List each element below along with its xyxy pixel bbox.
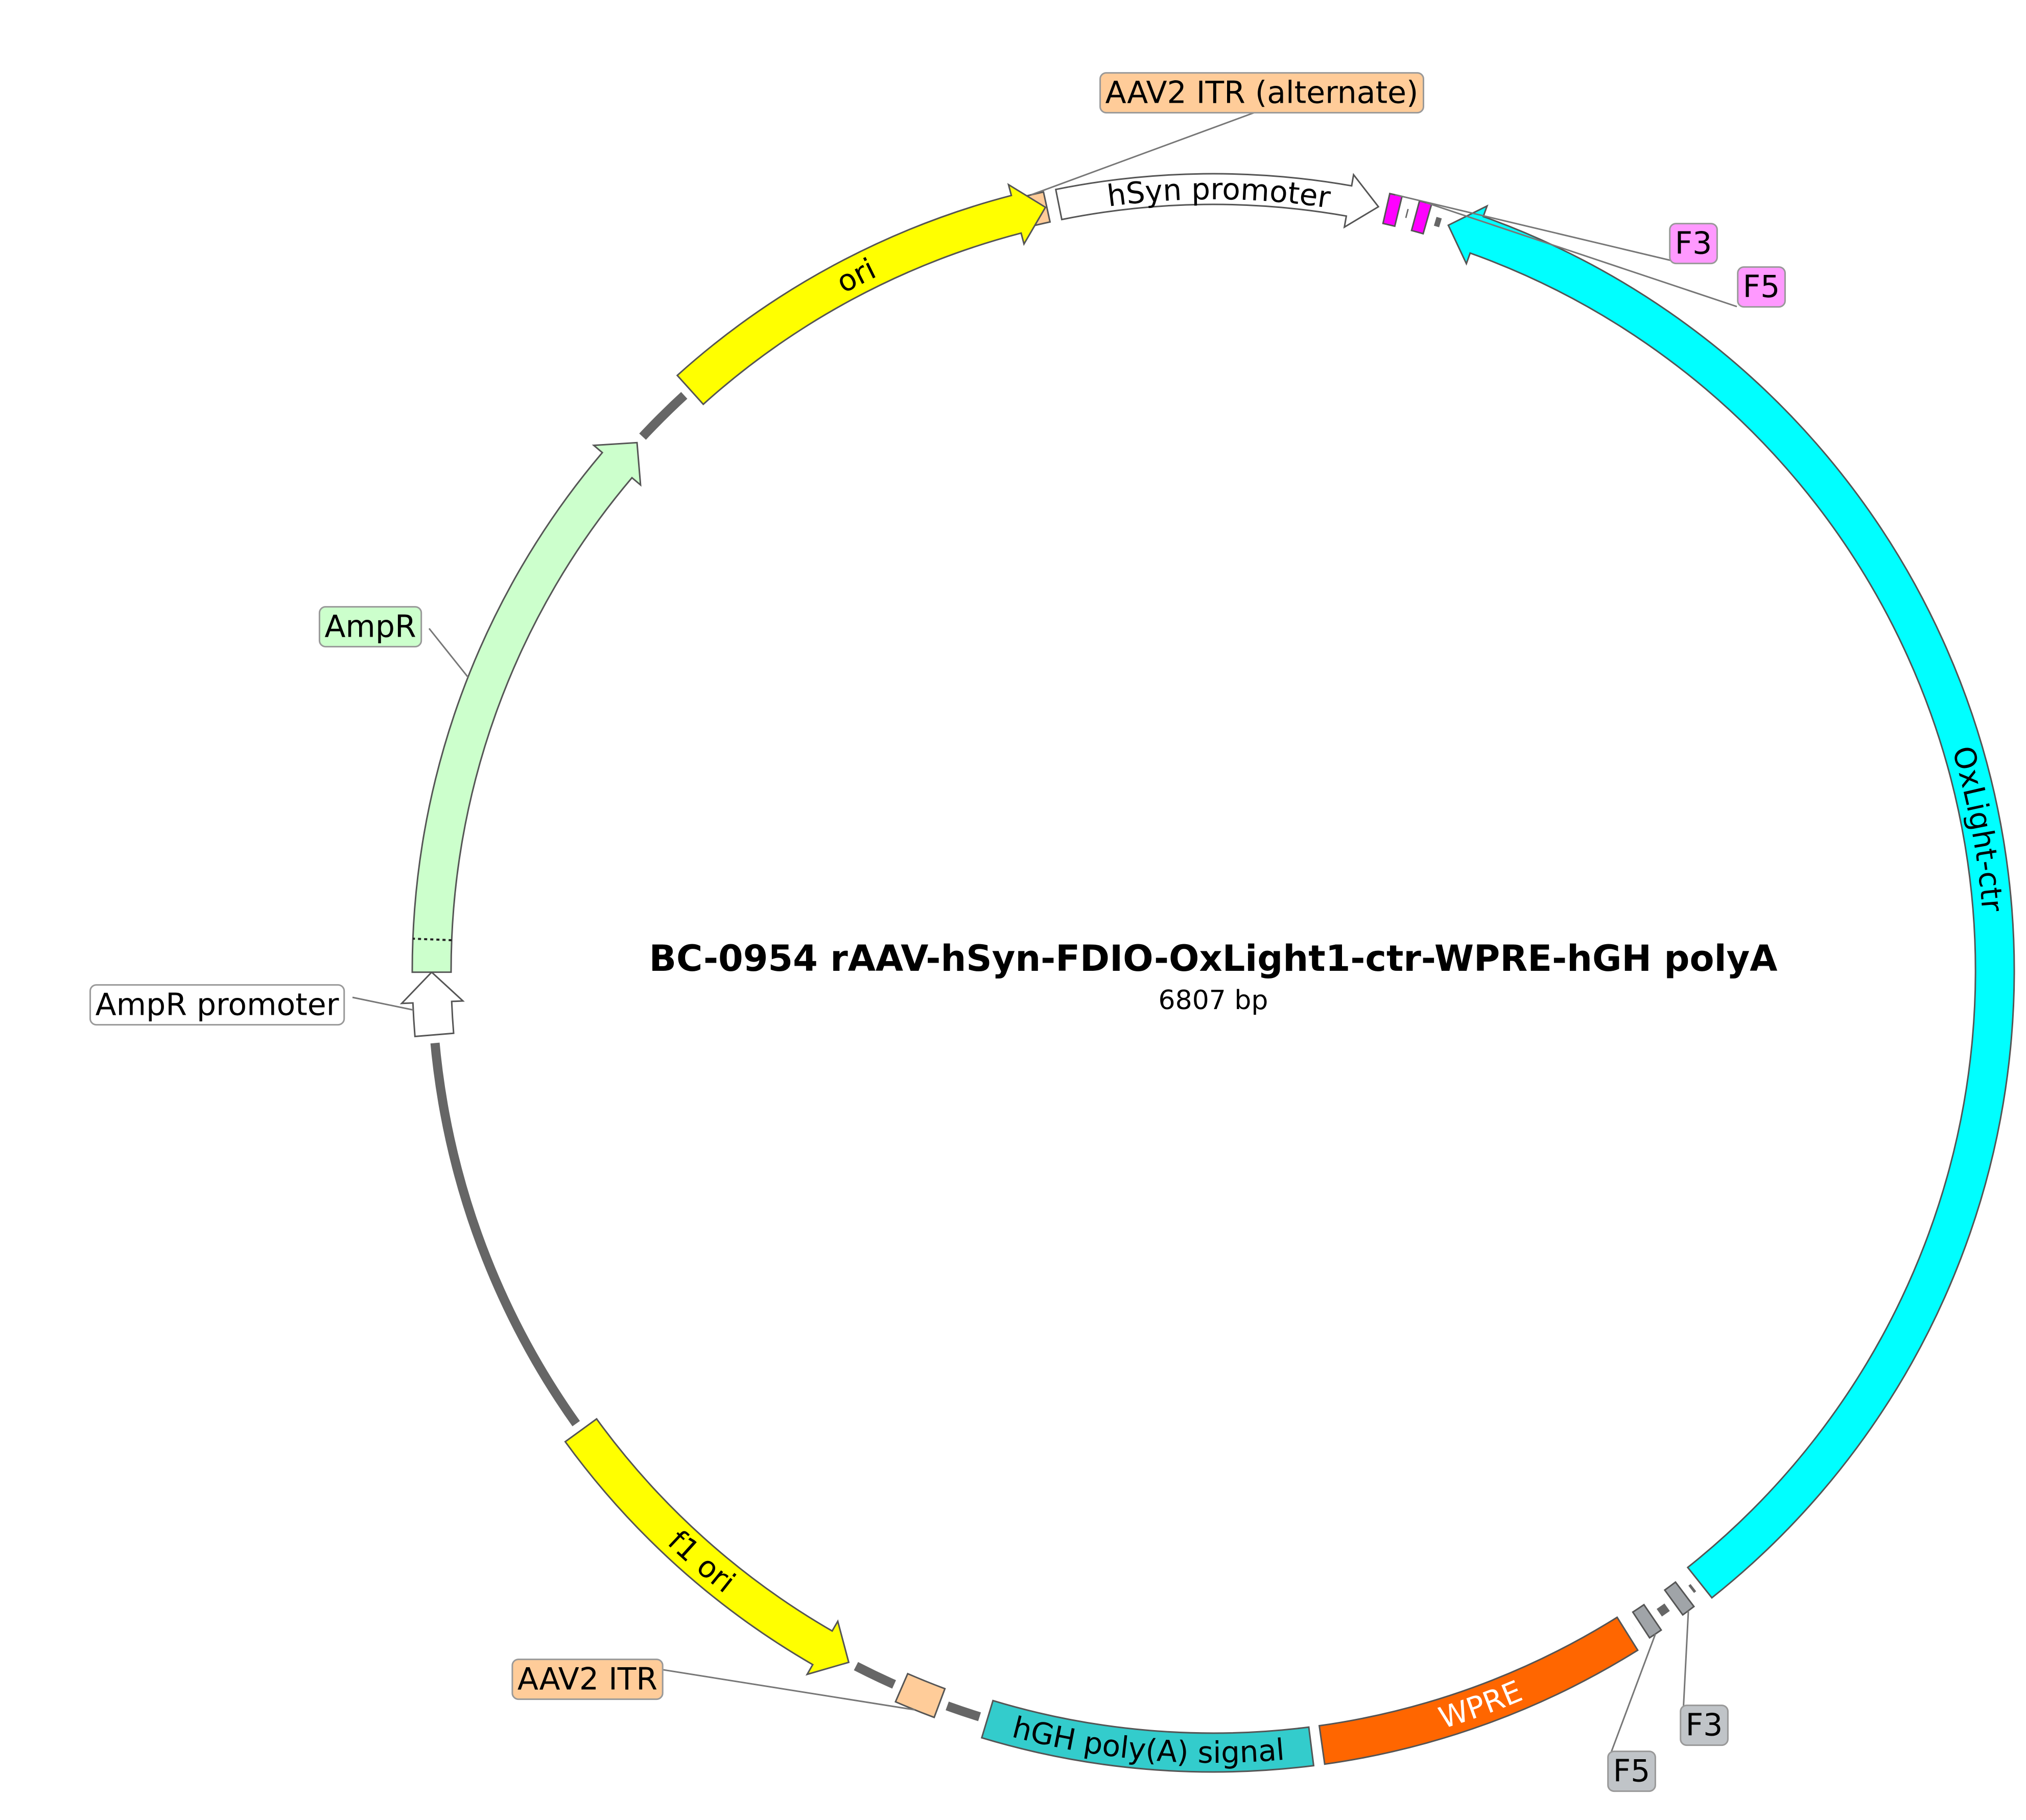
- aav2-itr-callout: AAV2 ITR: [511, 1659, 915, 1711]
- f5-bottom-leader-line: [1608, 1634, 1657, 1758]
- f3-bottom-callout-box: [1680, 1705, 1729, 1746]
- aav2-itr-alt-callout-label: AAV2 ITR (alternate): [1105, 75, 1419, 111]
- feature-hsyn-promoter[interactable]: hSyn promoter: [1054, 172, 1380, 229]
- feature-ampr-promoter[interactable]: [399, 971, 465, 1038]
- feature-f3-top[interactable]: [1382, 193, 1403, 227]
- ampr-shape: [411, 441, 642, 973]
- f5-top-callout-label: F5: [1743, 269, 1780, 305]
- aav2-itr-callout-box: [511, 1659, 664, 1700]
- hgh-polya-shape: [980, 1699, 1315, 1773]
- f3-top-leader-line: [1395, 194, 1672, 262]
- oxlight-ctr-gap: [1439, 217, 2001, 1592]
- f5-bottom-shape: [1632, 1603, 1662, 1639]
- f5-top-callout-box: [1737, 266, 1786, 308]
- f5-bottom-callout: F5: [1607, 1634, 1657, 1792]
- f5-bottom-callout-label: F5: [1613, 1754, 1651, 1789]
- map-length: 6807 bp: [1159, 985, 1268, 1016]
- ampr-callout-box: [318, 606, 422, 648]
- f5-bottom-callout-box: [1607, 1751, 1656, 1792]
- ampr-divider: [413, 938, 452, 942]
- feature-wpre[interactable]: WPRE: [1318, 1616, 1639, 1765]
- f3-bottom-leader-line: [1682, 1611, 1689, 1712]
- wpre-shape: [1318, 1616, 1639, 1765]
- aav2-itr-callout-label: AAV2 ITR: [517, 1662, 657, 1697]
- f1-ori-shape: [564, 1417, 850, 1676]
- f3-top-callout: F3: [1395, 194, 1718, 265]
- feature-f1-ori[interactable]: f1 ori: [564, 1417, 850, 1676]
- ampr-callout-label: AmpR: [324, 609, 416, 645]
- ampr-promoter-callout: AmpR promoter: [89, 984, 414, 1026]
- aav2-itr-alt-callout-box: [1099, 72, 1425, 114]
- f3-bottom-callout-label: F3: [1686, 1708, 1723, 1743]
- feature-f3-bottom[interactable]: [1663, 1581, 1695, 1616]
- f3-top-callout-label: F3: [1675, 226, 1712, 262]
- feature-f5-top[interactable]: [1410, 200, 1433, 235]
- f3-bottom-callout: F3: [1680, 1611, 1729, 1746]
- f3-bottom-shape: [1663, 1581, 1695, 1616]
- f5-top-leader-line: [1426, 202, 1737, 308]
- feature-aav2-itr[interactable]: [894, 1672, 946, 1719]
- feature-hgh-polya[interactable]: hGH poly(A) signal: [980, 1699, 1315, 1773]
- feature-f5-bottom[interactable]: [1632, 1603, 1662, 1639]
- ampr-leader-line: [428, 628, 469, 678]
- aav2-itr-alt-leader-line: [1031, 110, 1258, 196]
- ampr-promoter-callout-box: [89, 984, 345, 1026]
- feature-ori[interactable]: ori: [676, 183, 1047, 406]
- hgh-polya-label: hGH poly(A) signal: [1009, 1710, 1286, 1770]
- feature-ampr[interactable]: [411, 441, 642, 973]
- map-title: BC-0954 rAAV-hSyn-FDIO-OxLight1-ctr-WPRE…: [649, 938, 1778, 979]
- f3-top-callout-box: [1669, 223, 1718, 265]
- feature-oxlight-ctr[interactable]: OxLight-ctr: [1447, 204, 2015, 1599]
- aav2-itr-alt-callout: AAV2 ITR (alternate): [1031, 72, 1425, 196]
- f3-top-shape: [1382, 193, 1403, 227]
- ampr-promoter-callout-label: AmpR promoter: [96, 987, 339, 1023]
- hsyn-promoter-shape: [1054, 173, 1380, 229]
- ampr-promoter-leader-line: [352, 996, 414, 1011]
- f5-top-shape: [1410, 200, 1433, 235]
- ampr-callout: AmpR: [318, 606, 469, 678]
- aav2-itr-shape: [894, 1672, 946, 1719]
- hsyn-promoter-label: hSyn promoter: [1105, 172, 1332, 215]
- ori-shape: [676, 183, 1047, 406]
- ampr-promoter-shape: [399, 971, 465, 1038]
- oxlight-ctr-shape: [1447, 204, 2015, 1599]
- f5-top-callout: F5: [1426, 202, 1786, 308]
